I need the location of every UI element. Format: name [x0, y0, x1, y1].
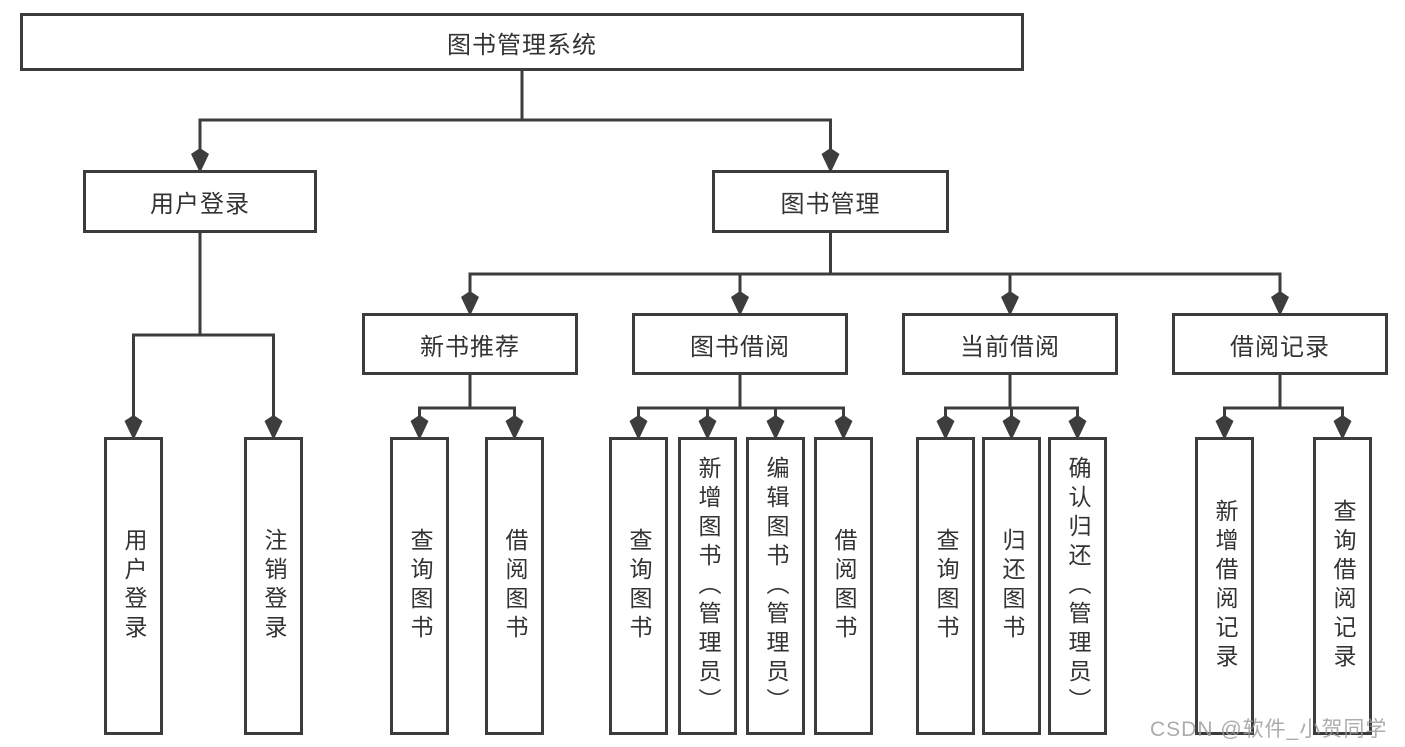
node-label-new-book-recommendation: 新书推荐	[420, 333, 520, 361]
node-label-leaf-cur-search-books: 查询图书	[933, 528, 959, 644]
node-system-root: 图书管理系统	[20, 13, 1024, 71]
node-label-leaf-cur-confirm-return: 确认归还（管理员）	[1065, 455, 1091, 717]
arrowhead-icon	[505, 415, 524, 440]
arrowhead-icon	[1002, 415, 1021, 440]
node-new-book-recommendation: 新书推荐	[362, 313, 578, 375]
node-label-leaf-cur-return-books: 归还图书	[999, 528, 1025, 644]
node-label-leaf-rr-search-borrow-record: 查询借阅记录	[1330, 499, 1356, 673]
arrowhead-icon	[821, 148, 840, 173]
node-label-borrowing-records: 借阅记录	[1230, 333, 1330, 361]
node-leaf-bor-borrow-books: 借阅图书	[814, 437, 873, 735]
node-label-system-root: 图书管理系统	[447, 31, 597, 59]
node-label-leaf-bor-edit-books-admin: 编辑图书（管理员）	[763, 455, 789, 717]
node-leaf-rr-add-borrow-record: 新增借阅记录	[1195, 437, 1254, 735]
node-book-management: 图书管理	[712, 170, 949, 233]
arrowhead-icon	[1215, 415, 1234, 440]
node-current-borrowing: 当前借阅	[902, 313, 1118, 375]
node-leaf-bor-search-books: 查询图书	[609, 437, 668, 735]
node-leaf-rec-borrow-books: 借阅图书	[485, 437, 544, 735]
arrowhead-icon	[1001, 291, 1019, 316]
arrowhead-icon	[461, 291, 479, 316]
node-leaf-bor-edit-books-admin: 编辑图书（管理员）	[746, 437, 805, 735]
watermark: CSDN @软件_小贺同学	[1150, 718, 1388, 741]
node-label-book-management: 图书管理	[780, 191, 881, 218]
node-label-user-login: 用户登录	[150, 191, 250, 218]
node-label-book-borrowing: 图书借阅	[690, 333, 790, 361]
node-label-current-borrowing: 当前借阅	[960, 333, 1060, 361]
node-leaf-rr-search-borrow-record: 查询借阅记录	[1313, 437, 1372, 735]
arrowhead-icon	[264, 415, 283, 440]
arrowhead-icon	[936, 415, 955, 440]
node-label-leaf-user-login: 用户登录	[121, 528, 147, 644]
node-book-borrowing: 图书借阅	[632, 313, 848, 375]
arrowhead-icon	[410, 415, 429, 440]
node-leaf-user-login: 用户登录	[104, 437, 163, 735]
node-label-leaf-rr-add-borrow-record: 新增借阅记录	[1212, 499, 1238, 673]
arrowhead-icon	[124, 415, 143, 440]
node-label-leaf-rec-borrow-books: 借阅图书	[502, 528, 528, 644]
arrowhead-icon	[1333, 415, 1352, 440]
node-label-leaf-bor-borrow-books: 借阅图书	[831, 528, 857, 644]
arrowhead-icon	[1271, 291, 1289, 316]
node-leaf-cur-confirm-return: 确认归还（管理员）	[1048, 437, 1107, 735]
node-leaf-rec-search-books: 查询图书	[390, 437, 449, 735]
node-borrowing-records: 借阅记录	[1172, 313, 1388, 375]
arrowhead-icon	[698, 415, 717, 440]
node-leaf-cur-search-books: 查询图书	[916, 437, 975, 735]
arrowhead-icon	[1068, 415, 1087, 440]
node-user-login: 用户登录	[83, 170, 317, 233]
node-leaf-bor-add-books-admin: 新增图书（管理员）	[678, 437, 737, 735]
arrowhead-icon	[766, 415, 785, 440]
node-leaf-logout: 注销登录	[244, 437, 303, 735]
arrowhead-icon	[629, 415, 648, 440]
node-label-leaf-logout: 注销登录	[261, 528, 287, 644]
node-label-leaf-bor-add-books-admin: 新增图书（管理员）	[695, 455, 721, 717]
node-label-leaf-rec-search-books: 查询图书	[407, 528, 433, 644]
node-label-leaf-bor-search-books: 查询图书	[626, 528, 652, 644]
arrowhead-icon	[731, 291, 749, 316]
node-leaf-cur-return-books: 归还图书	[982, 437, 1041, 735]
arrowhead-icon	[834, 415, 853, 440]
arrowhead-icon	[191, 148, 209, 173]
